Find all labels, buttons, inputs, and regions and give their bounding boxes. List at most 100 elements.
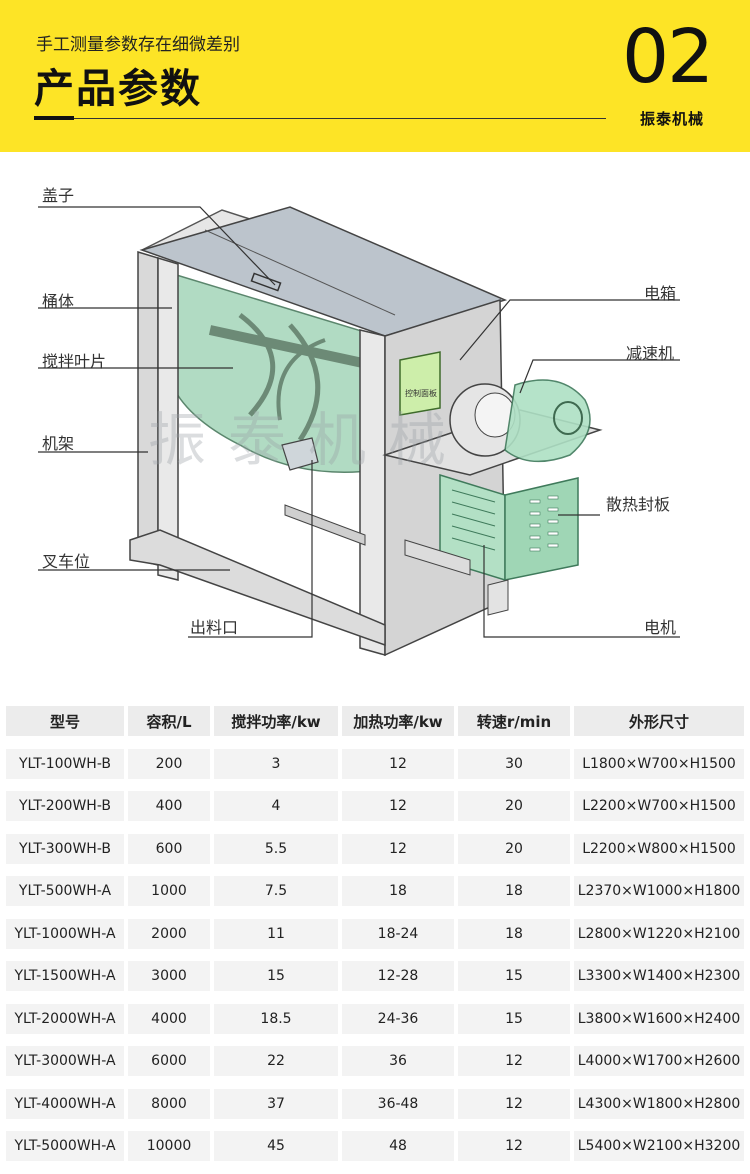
cell-speed: 18 <box>458 876 570 906</box>
header-dimensions: 外形尺寸 <box>574 706 744 736</box>
lid-shape <box>139 206 508 337</box>
control-box <box>399 351 441 416</box>
cell-speed: 15 <box>458 1003 570 1034</box>
machine-diagram: 控制面板 振泰机械 <box>0 152 750 682</box>
header-banner: 手工测量参数存在细微差别 产品参数 02 振泰机械 <box>0 0 750 152</box>
table-header-row: 型号 容积/L 搅拌功率/kw 加热功率/kw 转速r/min 外形尺寸 <box>6 706 744 746</box>
cell-speed: 12 <box>458 1131 570 1161</box>
cell-dimensions: L1800×W700×H1500 <box>574 748 744 779</box>
section-number: 02 <box>622 14 714 100</box>
frame-front-left <box>157 256 179 581</box>
cell-speed: 18 <box>458 918 570 949</box>
cell-model: YLT-300WH-B <box>6 833 124 864</box>
callout-tank: 桶体 <box>42 292 75 311</box>
cell-dimensions: L2200×W800×H1500 <box>574 833 744 864</box>
cell-volume: 6000 <box>128 1046 210 1076</box>
cell-volume: 400 <box>128 791 210 821</box>
header-stir-power: 搅拌功率/kw <box>214 706 338 736</box>
cell-dimensions: L3300×W1400×H2300 <box>574 961 744 991</box>
cell-volume: 200 <box>128 748 210 779</box>
cell-dimensions: L5400×W2100×H3200 <box>574 1131 744 1161</box>
cell-speed: 15 <box>458 961 570 991</box>
cell-volume: 1000 <box>128 876 210 906</box>
cell-dimensions: L4000×W1700×H2600 <box>574 1046 744 1076</box>
header-heat-power: 加热功率/kw <box>342 706 454 736</box>
agitator-shaft <box>208 325 374 370</box>
watermark: 振泰机械 <box>148 406 468 474</box>
callout-lid: 盖子 <box>42 186 75 205</box>
cell-heat-power: 36-48 <box>342 1088 454 1119</box>
agitator-blade <box>288 323 321 442</box>
cell-model: YLT-200WH-B <box>6 791 124 821</box>
cell-model: YLT-1500WH-A <box>6 961 124 991</box>
cell-model: YLT-3000WH-A <box>6 1046 124 1076</box>
cell-stir-power: 11 <box>214 918 338 949</box>
header-volume: 容积/L <box>128 706 210 736</box>
discharge-port <box>281 437 319 471</box>
cell-model: YLT-100WH-B <box>6 748 124 779</box>
pulley <box>553 401 583 435</box>
cell-heat-power: 12 <box>342 791 454 821</box>
cell-heat-power: 12 <box>342 833 454 864</box>
forklift-base <box>129 529 386 647</box>
vent-slots <box>529 495 559 552</box>
cell-stir-power: 5.5 <box>214 833 338 864</box>
callout-forklift: 叉车位 <box>42 552 91 571</box>
header-divider-accent <box>34 116 74 120</box>
callout-lines <box>38 206 680 638</box>
frame-lower-rail <box>284 504 366 546</box>
cell-heat-power: 12-28 <box>342 961 454 991</box>
callout-outlet: 出料口 <box>190 618 239 637</box>
spec-table: 型号 容积/L 搅拌功率/kw 加热功率/kw 转速r/min 外形尺寸 YLT… <box>6 706 744 1174</box>
cell-heat-power: 24-36 <box>342 1003 454 1034</box>
cell-volume: 4000 <box>128 1003 210 1034</box>
callout-frame: 机架 <box>42 434 75 453</box>
cell-speed: 12 <box>458 1088 570 1119</box>
cell-stir-power: 45 <box>214 1131 338 1161</box>
header-subtitle: 手工测量参数存在细微差别 <box>36 35 240 55</box>
cell-stir-power: 3 <box>214 748 338 779</box>
cell-dimensions: L3800×W1600×H2400 <box>574 1003 744 1034</box>
cell-stir-power: 15 <box>214 961 338 991</box>
cooling-panel <box>504 477 579 581</box>
motor-fins <box>451 489 496 551</box>
cell-speed: 20 <box>458 791 570 821</box>
header-speed: 转速r/min <box>458 706 570 736</box>
cell-model: YLT-2000WH-A <box>6 1003 124 1034</box>
control-box-label: 控制面板 <box>405 388 437 398</box>
page-title: 产品参数 <box>34 66 202 112</box>
agitator-blade <box>238 313 276 417</box>
cell-dimensions: L2370×W1000×H1800 <box>574 876 744 906</box>
belt-guard <box>504 379 591 463</box>
cell-stir-power: 4 <box>214 791 338 821</box>
cell-stir-power: 22 <box>214 1046 338 1076</box>
cell-heat-power: 48 <box>342 1131 454 1161</box>
callout-reducer: 减速机 <box>626 344 675 363</box>
frame-right-post <box>359 329 386 656</box>
cell-speed: 12 <box>458 1046 570 1076</box>
cell-stir-power: 37 <box>214 1088 338 1119</box>
cell-speed: 20 <box>458 833 570 864</box>
callout-blade: 搅拌叶片 <box>42 352 107 371</box>
cell-heat-power: 18-24 <box>342 918 454 949</box>
agitator-blade <box>276 338 326 421</box>
cell-model: YLT-4000WH-A <box>6 1088 124 1119</box>
cell-volume: 2000 <box>128 918 210 949</box>
cell-volume: 600 <box>128 833 210 864</box>
frame-right-foot <box>487 579 509 616</box>
cell-heat-power: 18 <box>342 876 454 906</box>
header-divider <box>34 118 606 119</box>
cell-stir-power: 18.5 <box>214 1003 338 1034</box>
cell-model: YLT-500WH-A <box>6 876 124 906</box>
